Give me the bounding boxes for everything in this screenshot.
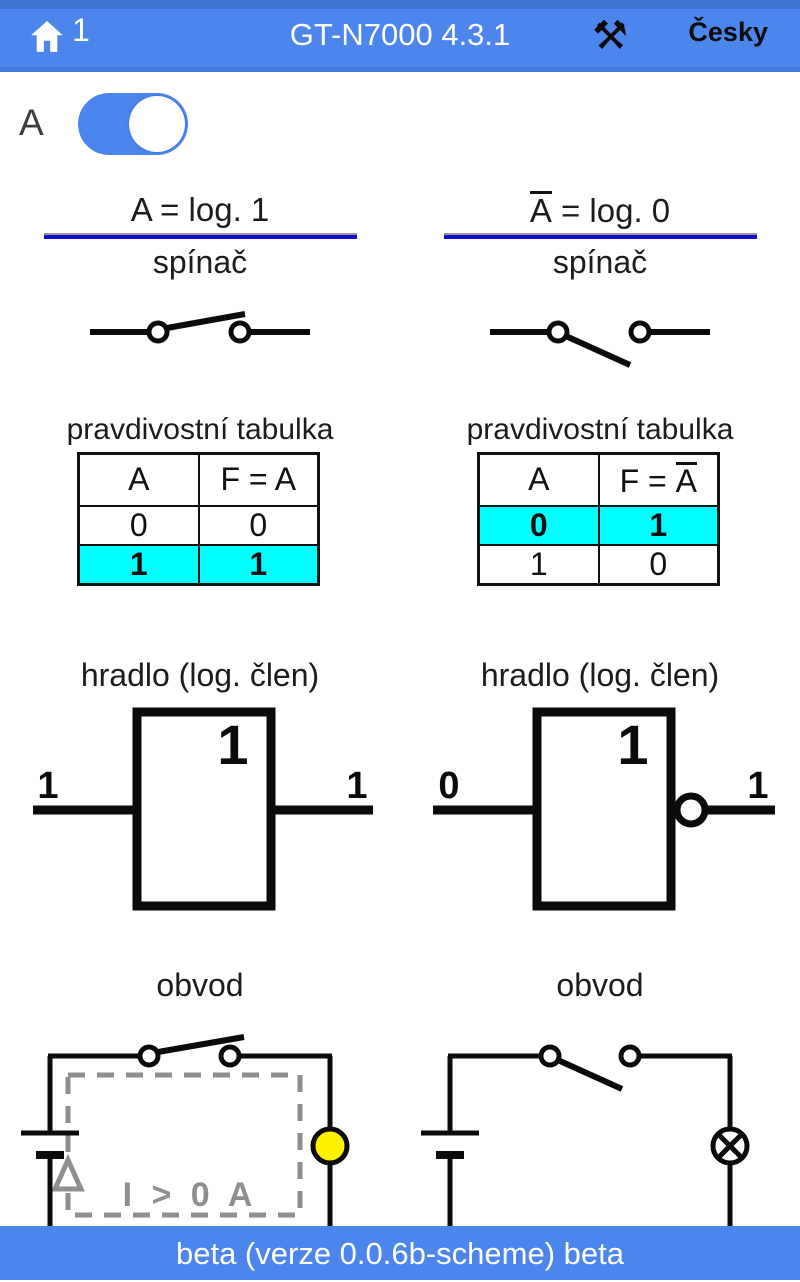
top-app-bar: 1 GT-N7000 4.3.1 ⚒ Česky bbox=[0, 0, 800, 72]
footer-bar: beta (verze 0.0.6b-scheme) beta bbox=[0, 1226, 800, 1280]
gate-label: hradlo (log. člen) bbox=[480, 657, 720, 693]
header-rest: = log. 0 bbox=[551, 192, 671, 229]
gate-symbol: 1 bbox=[617, 713, 648, 776]
truth-table: A F = A 0 1 1 0 bbox=[477, 452, 720, 586]
header-divider bbox=[444, 233, 757, 239]
truth-table-header-row: A F = A bbox=[77, 452, 320, 507]
truth-table-col1-header: A bbox=[77, 452, 200, 507]
home-icon bbox=[31, 20, 63, 52]
truth-table-row: 1 1 bbox=[77, 543, 320, 585]
gate-input-value: 1 bbox=[37, 765, 58, 807]
gate-diagram-inverter: 1 0 1 bbox=[433, 707, 775, 911]
header-divider bbox=[44, 233, 357, 239]
version-text: beta (verze 0.0.6b-scheme) beta bbox=[175, 1236, 625, 1271]
truth-table-header-row: A F = A bbox=[477, 452, 720, 507]
truth-table-col2-header: F = A bbox=[597, 452, 720, 507]
truth-table: A F = A 0 0 1 1 bbox=[77, 452, 320, 586]
header-rest: = log. 1 bbox=[150, 191, 270, 228]
truth-table-row: 1 0 bbox=[477, 543, 720, 585]
input-a-toggle[interactable] bbox=[78, 93, 188, 155]
circuit-label: obvod bbox=[556, 967, 644, 1003]
column-a-negated: A = log. 0 spínač pravdivostní tabulka A… bbox=[400, 0, 800, 1280]
switch-label: spínač bbox=[152, 244, 248, 280]
gate-label: hradlo (log. člen) bbox=[80, 657, 320, 693]
switch-lever-open bbox=[558, 1058, 624, 1092]
current-loop-dashed bbox=[65, 1072, 303, 1218]
gate-diagram-buffer: 1 1 1 bbox=[33, 707, 373, 911]
app-title: GT-N7000 4.3.1 bbox=[289, 17, 511, 52]
circuit-label: obvod bbox=[156, 967, 244, 1003]
truth-table-col1-header: A bbox=[477, 452, 600, 507]
current-arrow bbox=[51, 1153, 85, 1192]
input-a-label: A bbox=[19, 102, 44, 143]
circuit-diagram-closed: I > 0 A bbox=[21, 1034, 350, 1228]
switch-diagram-closed bbox=[90, 311, 310, 344]
inverter-bubble bbox=[673, 792, 709, 828]
home-button[interactable] bbox=[28, 16, 66, 56]
home-count: 1 bbox=[72, 12, 90, 48]
gate-output-value: 1 bbox=[747, 765, 768, 807]
topbar-bottom-edge bbox=[0, 67, 800, 72]
gate-output-value: 1 bbox=[346, 765, 367, 807]
truth-table-row: 0 1 bbox=[477, 504, 720, 546]
truth-table-title: pravdivostní tabulka bbox=[66, 413, 334, 446]
column-a-true: A = log. 1 spínač pravdivostní tabulka A… bbox=[0, 0, 400, 1280]
tools-icon[interactable]: ⚒ bbox=[592, 14, 628, 58]
switch-diagram-open bbox=[490, 320, 710, 368]
header-variable: A bbox=[529, 191, 552, 229]
header-variable: A bbox=[130, 191, 151, 228]
gate-symbol: 1 bbox=[217, 713, 248, 776]
lamp-on bbox=[310, 1126, 350, 1166]
switch-label: spínač bbox=[552, 244, 648, 280]
truth-table-col2-header: F = A bbox=[197, 452, 320, 507]
circuit-diagram-open bbox=[421, 1044, 750, 1228]
column-header: A = log. 0 bbox=[400, 188, 800, 232]
status-bar-strip bbox=[0, 0, 800, 9]
column-header: A = log. 1 bbox=[0, 188, 400, 232]
language-button[interactable]: Česky bbox=[688, 17, 768, 47]
switch-lever-closed bbox=[157, 1034, 245, 1055]
truth-table-row: 0 0 bbox=[77, 504, 320, 546]
truth-table-title: pravdivostní tabulka bbox=[466, 413, 734, 446]
toggle-knob bbox=[129, 96, 185, 152]
current-value-label: I > 0 A bbox=[123, 1176, 258, 1214]
gate-input-value: 0 bbox=[438, 765, 459, 807]
